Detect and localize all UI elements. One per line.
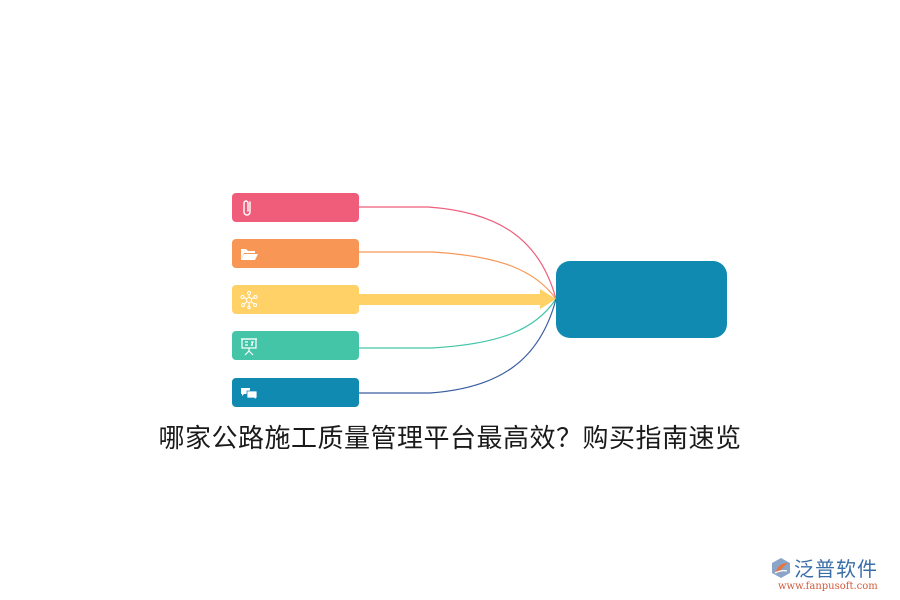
chat-bubbles-icon <box>238 382 260 404</box>
source-node-4 <box>232 331 359 360</box>
source-node-3 <box>232 285 359 314</box>
fanpu-logo-icon <box>772 557 790 578</box>
edge-n3-hub-shaft <box>355 294 541 305</box>
presentation-board-icon <box>238 335 260 357</box>
source-node-5 <box>232 378 359 407</box>
edge-n1-hub <box>359 206 557 300</box>
diagram-title: 哪家公路施工质量管理平台最高效？购买指南速览 <box>158 424 742 454</box>
source-node-2 <box>232 239 359 268</box>
source-node-1 <box>232 193 359 222</box>
brand-url: www.fanpusoft.com <box>778 581 878 592</box>
brand-name: 泛普软件 <box>794 557 878 581</box>
brand-watermark: 泛普软件 www.fanpusoft.com <box>770 553 895 598</box>
network-icon <box>238 289 260 311</box>
hub-node <box>556 261 727 338</box>
edge-n3-hub-arrowhead <box>540 289 556 309</box>
edge-n4-hub <box>359 298 557 349</box>
folder-open-icon <box>238 243 260 265</box>
paperclip-icon <box>238 197 260 219</box>
edge-n2-hub <box>359 251 557 300</box>
edge-n5-hub <box>359 298 557 394</box>
